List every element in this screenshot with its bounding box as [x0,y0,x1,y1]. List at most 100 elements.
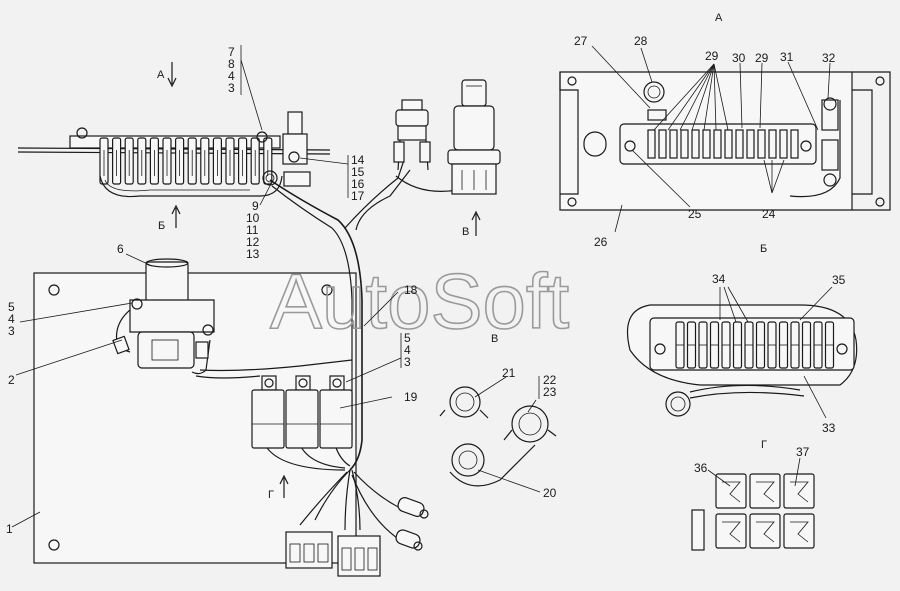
relay-screw [298,378,308,388]
callout-26: 26 [594,235,608,249]
fuse-slot [658,129,667,159]
callout-2: 2 [8,373,15,387]
callout-37: 37 [796,445,810,459]
wire-harness [195,159,461,541]
fuse-slot [724,129,733,159]
relay-tab [329,375,345,391]
relay-body [251,389,285,449]
callout-3-mid: 3 [404,355,411,369]
callout-36: 36 [694,461,708,475]
leader-29 [653,63,715,131]
relay-body [285,389,319,449]
relay-tab [261,375,277,391]
harness-connectors [285,497,429,577]
fuse-slot [790,129,799,159]
leader-29 [679,63,715,131]
view-arrows [167,62,481,498]
callout-34: 34 [712,272,726,286]
leader-lines [15,45,833,493]
callout-4-left: 4 [8,312,15,326]
callout-30: 30 [732,51,746,65]
fuse-slot [691,129,700,159]
view-v-title: В [491,333,498,345]
view-g-arrow-label: Г [268,489,274,501]
view-labels: А А Б В Г Б В Г [157,12,767,501]
callout-24: 24 [762,207,776,221]
callout-11: 11 [246,223,259,237]
callout-4-mid: 4 [404,343,411,357]
callout-5-mid: 5 [404,331,411,345]
callout-numbers: 1 2 5 4 3 6 7 8 4 3 9 10 11 12 13 14 15 … [6,34,846,536]
fuse-slot [768,129,777,159]
fuse-slot [647,129,656,159]
callout-6: 6 [117,242,124,256]
view-g-title: Г [761,439,767,451]
callout-3-left: 3 [8,324,15,338]
fuse-slot [669,129,678,159]
relay-socket [715,473,747,509]
fuse-slot [735,129,744,159]
callout-13: 13 [246,247,260,261]
view-b-arrow-label: Б [158,220,165,232]
view-v-arrow-label: В [462,226,469,238]
callout-22: 22 [543,373,557,387]
fuse-slot [757,129,766,159]
relay-socket-pins [790,481,809,503]
callout-4-top: 4 [228,69,235,83]
view-a-bracket [559,71,891,211]
view-g-relays [691,473,815,551]
leader-29 [713,63,717,131]
view-b-fuse-block [626,304,858,417]
relay-socket [749,513,781,549]
relay-screw [264,378,274,388]
switch-units [393,79,501,195]
callout-18: 18 [404,283,418,297]
callout-20: 20 [543,486,557,500]
callout-29-left: 29 [705,49,719,63]
relay-socket [749,473,781,509]
fuse-slot [713,129,722,159]
leader-29 [703,63,715,131]
callout-17: 17 [351,189,365,203]
callout-31: 31 [780,50,794,64]
view-b-title: Б [760,243,767,255]
callout-23: 23 [543,385,557,399]
relay-screw [332,378,342,388]
callout-28: 28 [634,34,648,48]
callout-14: 14 [351,153,365,167]
leader-29 [667,63,715,131]
callout-10: 10 [246,211,260,225]
relay-socket-pins [790,521,809,543]
relay-socket [783,513,815,549]
callout-29-right: 29 [755,51,769,65]
callout-35: 35 [832,273,846,287]
callout-5-left: 5 [8,300,15,314]
fuse-slot [746,129,755,159]
fuse-slot [702,129,711,159]
callout-9: 9 [252,199,259,213]
relay-tab [295,375,311,391]
callout-25: 25 [688,207,702,221]
callout-15: 15 [351,165,365,179]
view-v-sockets [439,386,557,487]
relay-group [251,375,353,449]
watermark: AutoSoft [270,257,570,345]
callout-8: 8 [228,57,235,71]
callout-27: 27 [574,34,588,48]
callout-33: 33 [822,421,836,435]
view-a-arrow-label: А [157,69,165,81]
callout-3-top: 3 [228,81,235,95]
callout-21: 21 [502,366,516,380]
relay-socket-pins [722,481,741,503]
relay-socket-pins [756,481,775,503]
relay-socket-pins [722,521,741,543]
view-a-title: А [715,12,723,24]
fuse-slot [779,129,788,159]
callout-7: 7 [228,45,235,59]
fuse-slot [680,129,689,159]
callout-16: 16 [351,177,365,191]
leader-29 [691,63,715,131]
leader-29 [713,63,729,131]
